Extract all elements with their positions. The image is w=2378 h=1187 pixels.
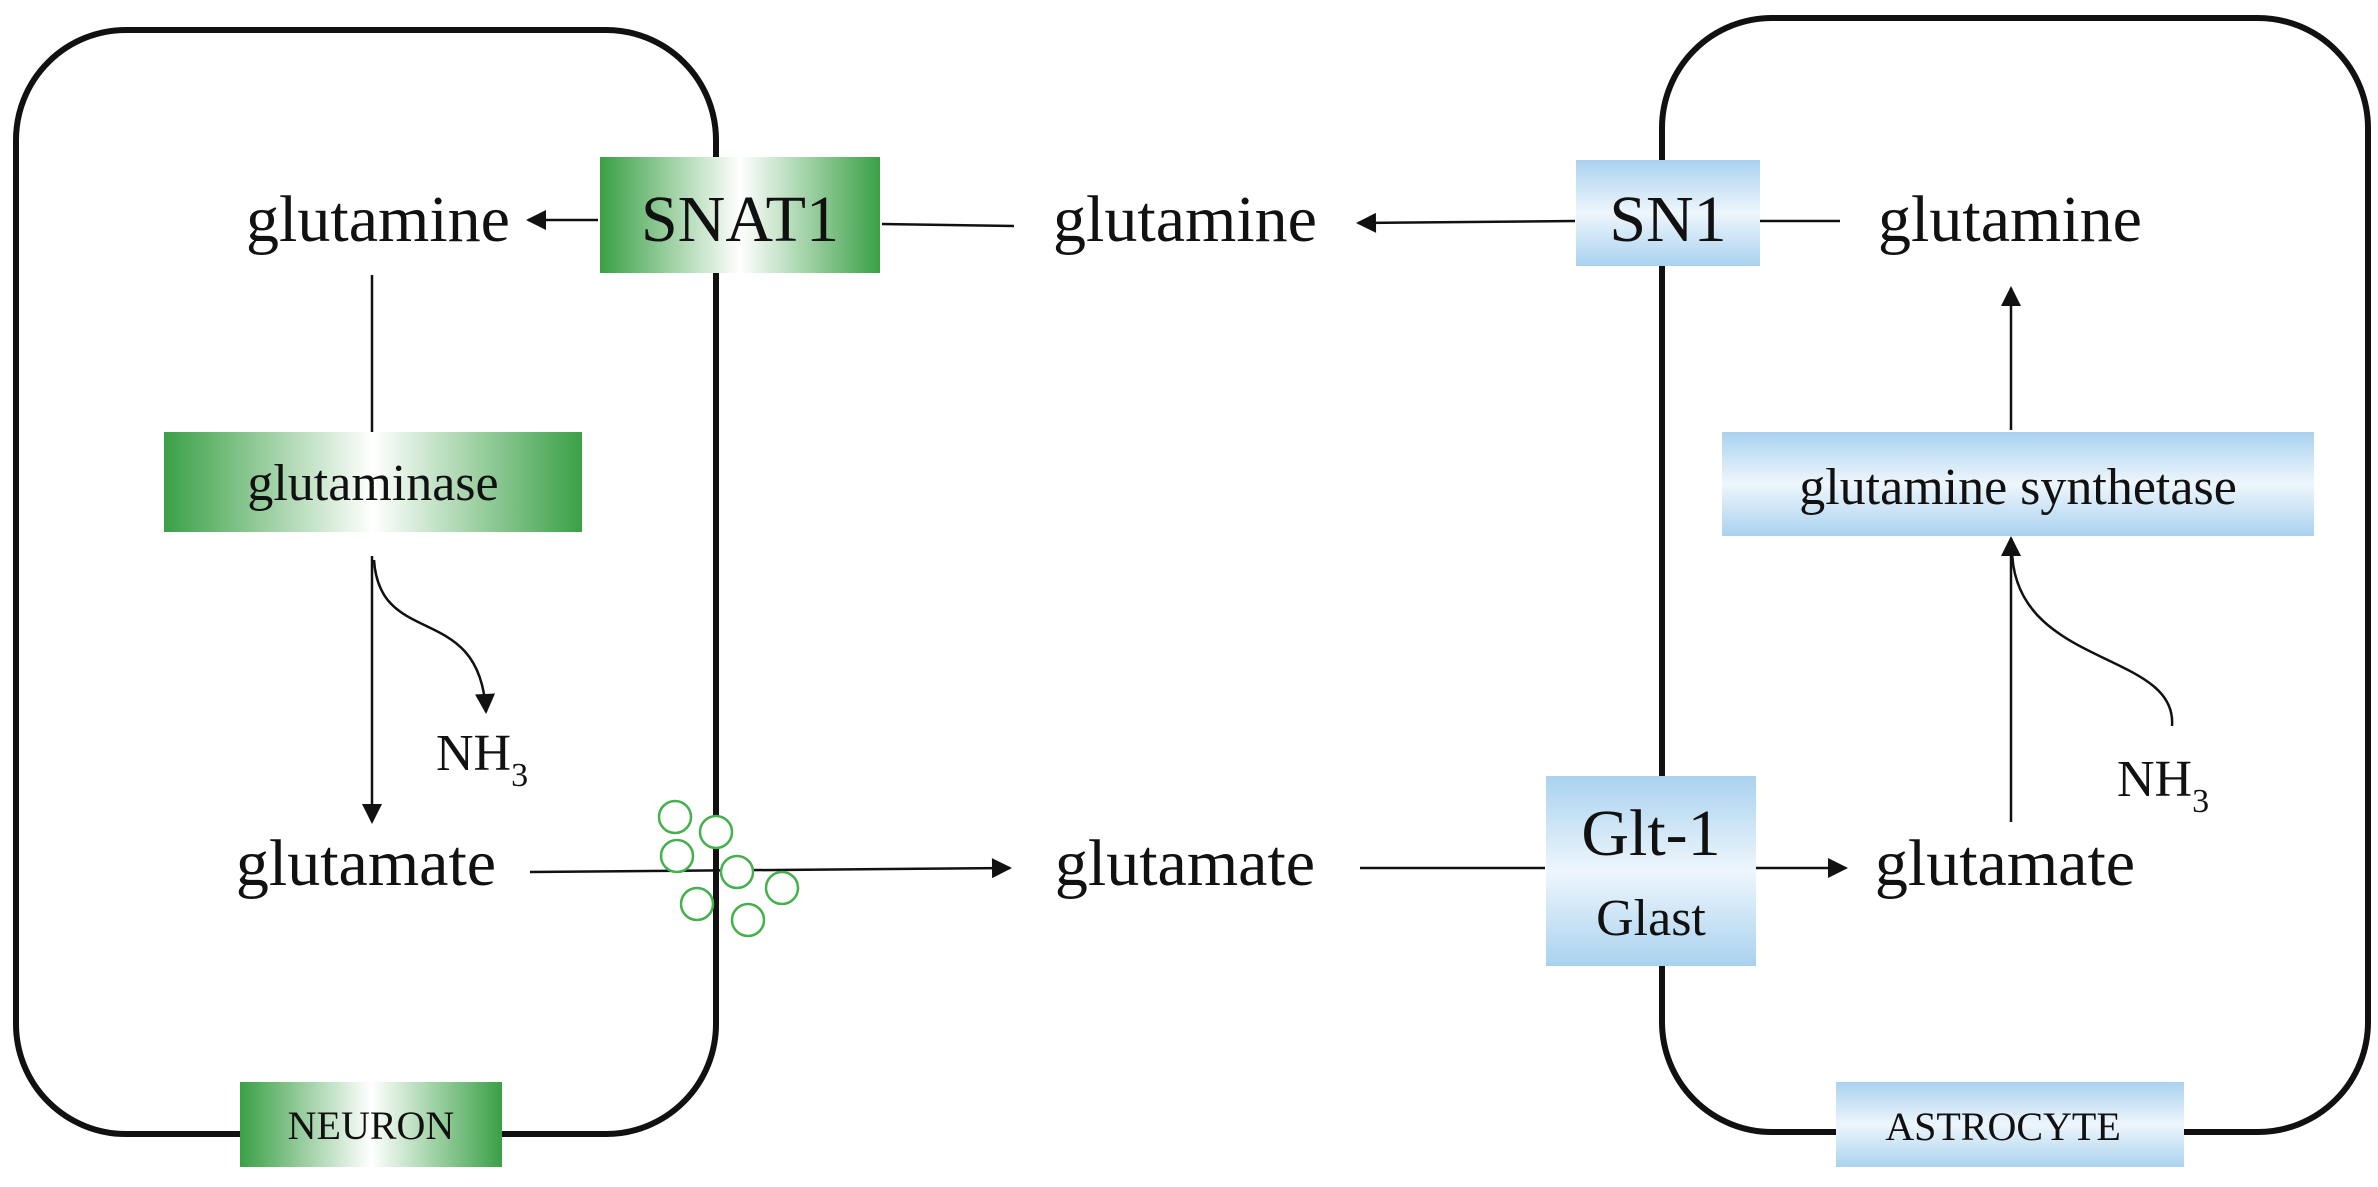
glutamine-synthetase-label: glutamine synthetase [1799,459,2237,516]
nh-subscript: 3 [2192,783,2209,820]
neuron-label: NEURON [288,1103,455,1148]
glutamate-release-arrow [529,858,1012,879]
glast-label: Glast [1596,890,1706,947]
synaptic-glutamine-label: glutamine [1053,183,1317,256]
nh-text: NH [2117,751,2192,808]
neuron-nh3-label: NH3 [436,725,528,794]
vesicle [764,870,800,906]
vesicle [679,886,715,922]
synaptic-glutamate-label: glutamate [1055,827,1315,900]
neuron-label-box [240,1082,502,1167]
astro-glutamine-label: glutamine [1878,183,2142,256]
sn1-to-synaptic-glutamine-arrow [1356,212,1576,233]
vesicle [657,799,693,835]
nh-text: NH [436,725,511,782]
neuron-nh3-release-arrow [372,559,496,714]
vesicle [659,838,695,874]
vesicle [719,854,755,890]
astro-glutamate-label: glutamate [1875,827,2135,900]
astrocyte-label: ASTROCYTE [1885,1104,2121,1149]
glutaminase-label: glutaminase [247,455,498,512]
sn1-label: SN1 [1609,183,1726,256]
nh-subscript: 3 [511,757,528,794]
neuron-glutamate-label: glutamate [236,827,496,900]
snat1-transporter-box [600,157,880,273]
glt1-label: Glt-1 [1581,797,1720,870]
astro-nh3-label: NH3 [2117,751,2209,820]
synaptic-glutamine-to-snat1-line [881,222,1015,228]
astrocyte-label-box [1836,1082,2184,1167]
glutamine-synthetase-box [1722,432,2314,536]
neuron-glutamine-label: glutamine [246,183,510,256]
sn1-transporter-box [1576,160,1760,266]
vesicle [730,902,766,938]
glutaminase-enzyme-box [164,432,582,532]
glutamate-vesicles [657,799,800,938]
snat1-label: SNAT1 [641,183,839,256]
astro-nh3-uptake-arrow [2010,547,2174,727]
vesicle [698,814,734,850]
glt1-glast-transporter-box [1546,776,1756,966]
